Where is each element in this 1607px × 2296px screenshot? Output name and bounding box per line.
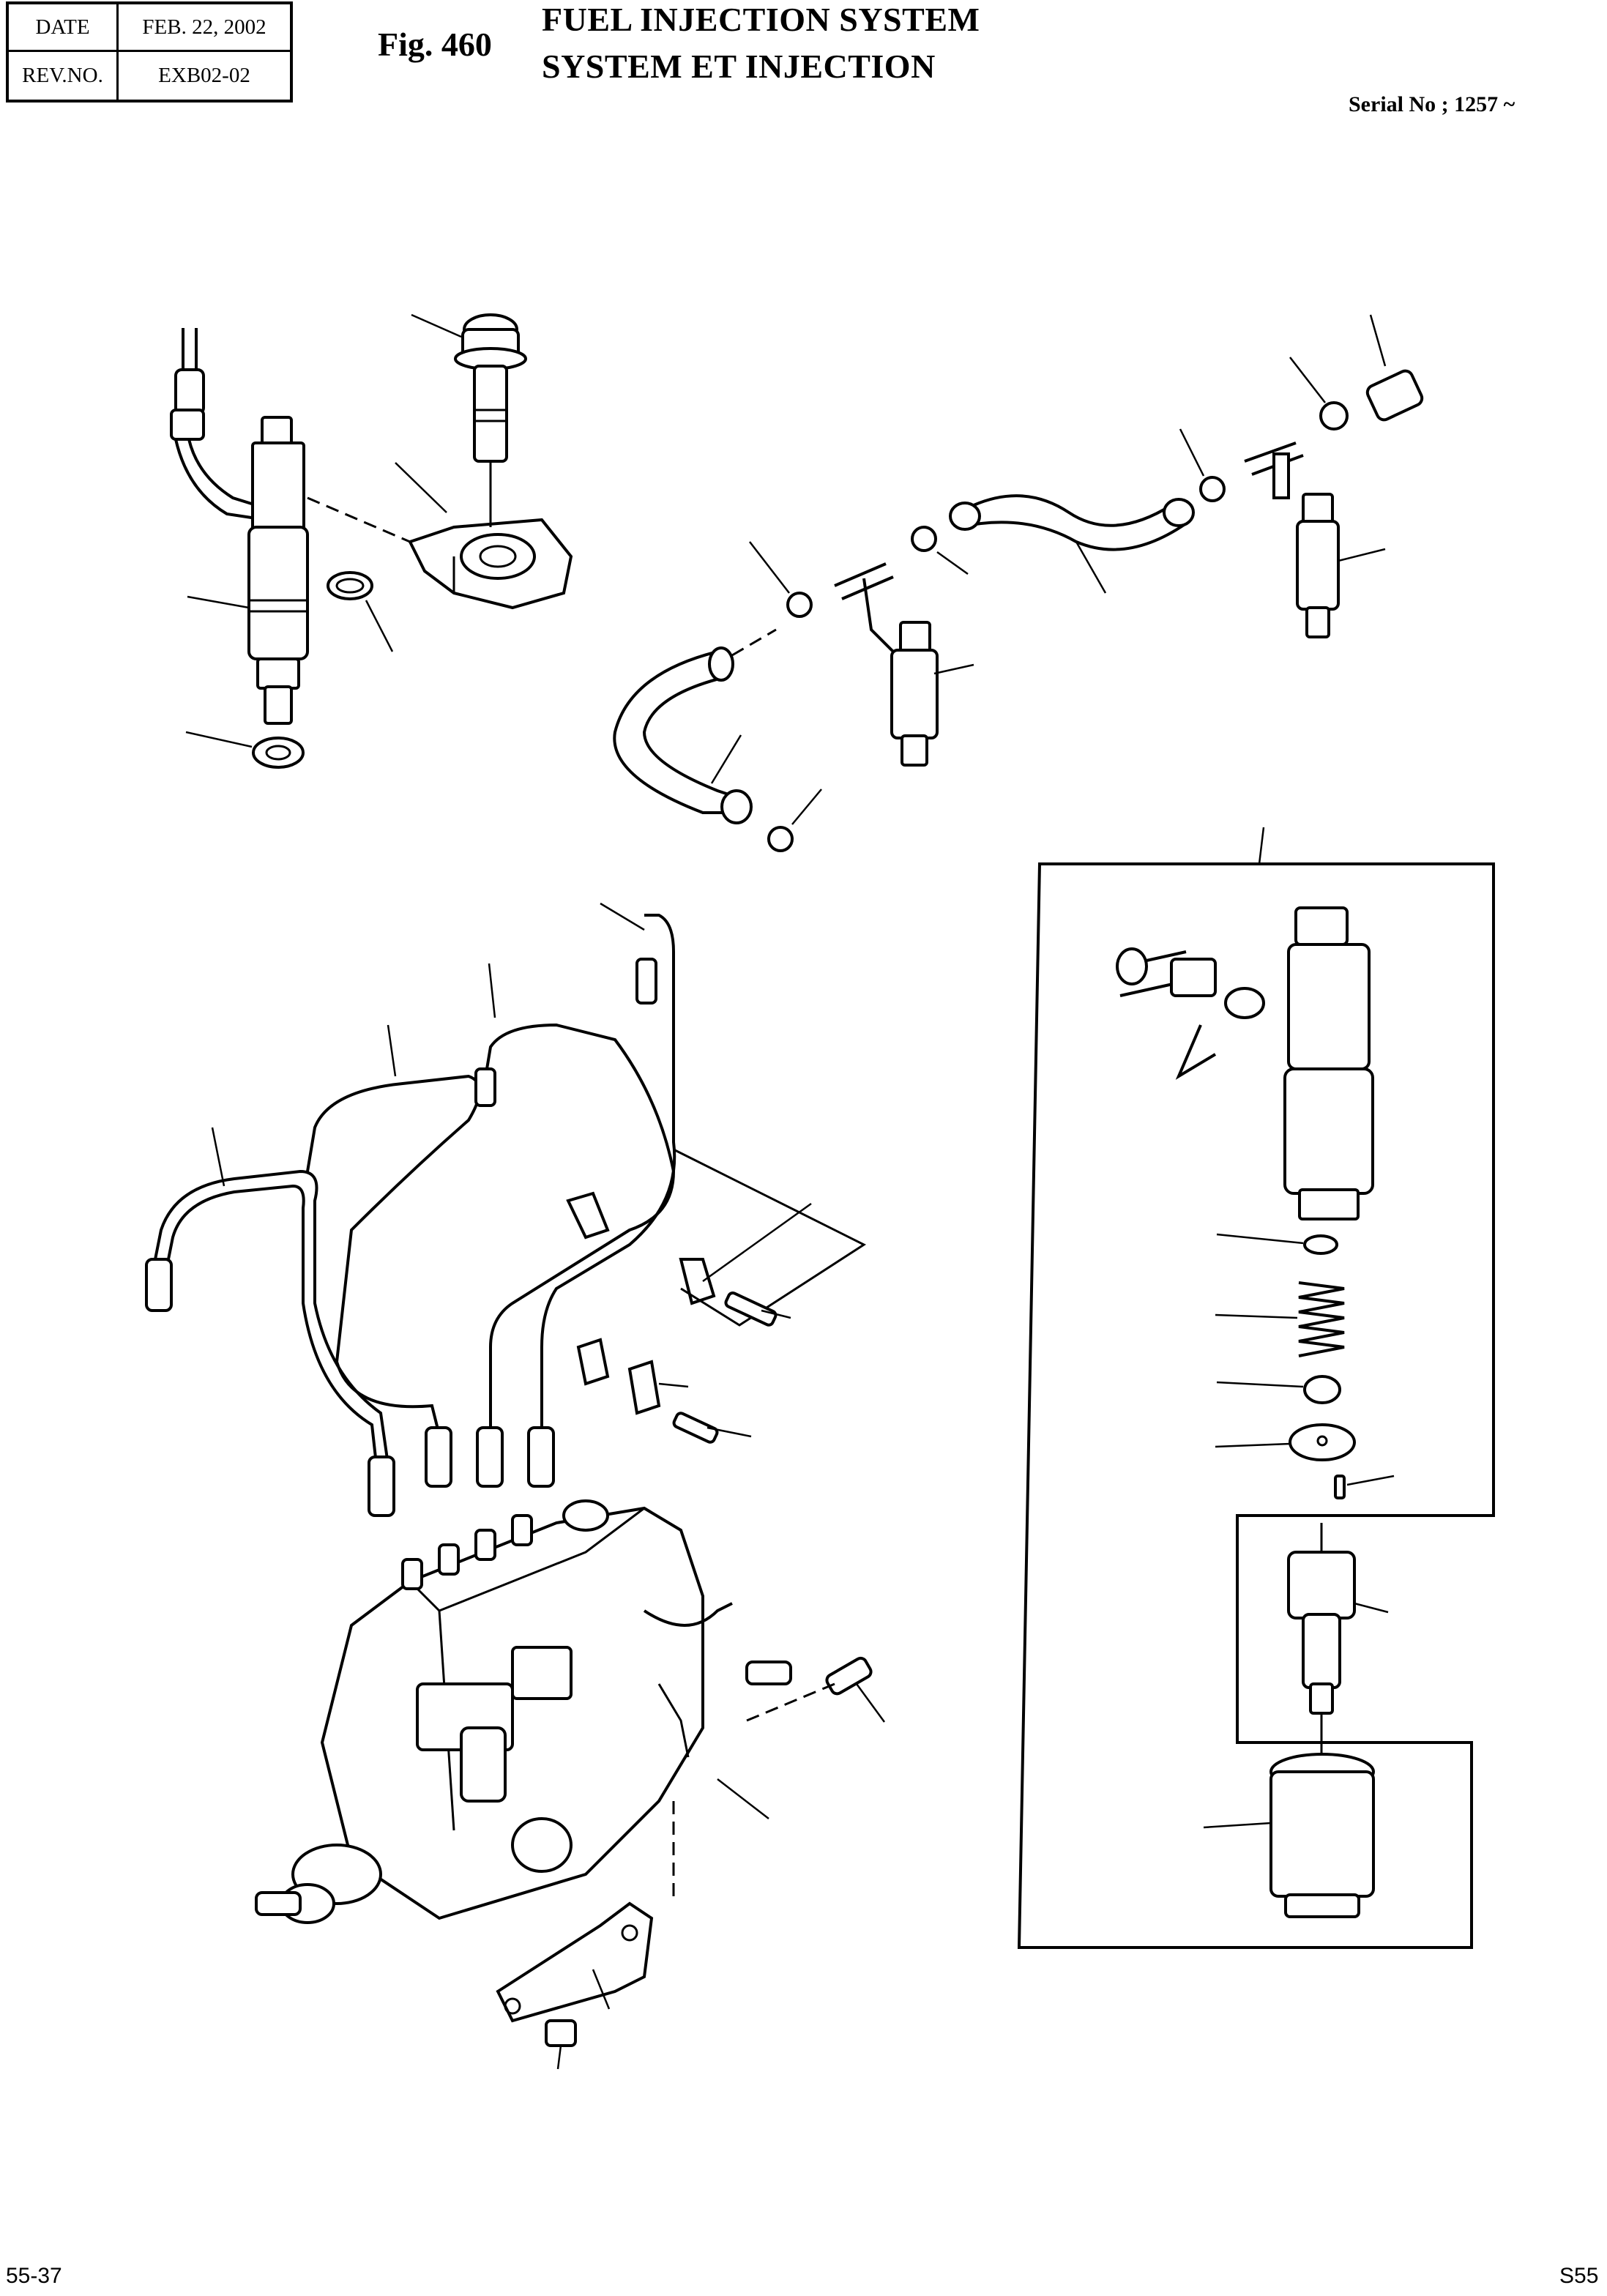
rev-label: REV.NO. bbox=[9, 52, 119, 100]
fuel-injection-pump bbox=[255, 1499, 792, 1924]
revision-table: DATE FEB. 22, 2002 REV.NO. EXB02-02 bbox=[6, 1, 293, 102]
injection-pipes bbox=[145, 914, 676, 1517]
return-hose-left bbox=[613, 628, 777, 824]
spring bbox=[1298, 1281, 1345, 1357]
nozzle-holder bbox=[1116, 906, 1374, 1220]
injector-right bbox=[1244, 441, 1340, 638]
injector-exploded-frame bbox=[1017, 862, 1495, 1949]
stop-lever bbox=[496, 1801, 675, 2023]
shim bbox=[1303, 1234, 1338, 1255]
injector-left bbox=[170, 328, 411, 725]
date-value: FEB. 22, 2002 bbox=[119, 4, 290, 52]
date-label: DATE bbox=[9, 4, 119, 52]
spring-seat bbox=[1303, 1375, 1341, 1404]
cap bbox=[1365, 369, 1424, 422]
pump-bolt bbox=[746, 1656, 873, 1722]
page-number-right: S55 bbox=[1559, 2264, 1599, 2288]
return-hose-right bbox=[949, 494, 1195, 551]
hose-clamps bbox=[767, 401, 1349, 852]
clamp-bracket bbox=[408, 518, 573, 610]
spacer bbox=[1289, 1423, 1356, 1461]
seal-washer bbox=[327, 571, 373, 600]
clamp-bolt bbox=[454, 313, 527, 527]
injector-middle bbox=[834, 562, 939, 767]
leader-lines bbox=[185, 313, 1395, 2070]
page-number-left: 55-37 bbox=[6, 2264, 62, 2288]
figure-number: Fig. 460 bbox=[378, 26, 492, 63]
rev-value: EXB02-02 bbox=[158, 64, 250, 87]
title-english: FUEL INJECTION SYSTEM bbox=[542, 1, 980, 38]
pipe-clamps bbox=[566, 1148, 867, 1444]
lever-bolt bbox=[545, 2019, 577, 2047]
title-french: SYSTEM ET INJECTION bbox=[542, 48, 936, 85]
nozzle bbox=[1287, 1523, 1356, 1715]
washer-left bbox=[252, 737, 305, 769]
retaining-nut bbox=[1269, 1713, 1375, 1918]
serial-number: Serial No ; 1257 ~ bbox=[1349, 92, 1515, 116]
dowel-pin bbox=[1334, 1475, 1346, 1499]
